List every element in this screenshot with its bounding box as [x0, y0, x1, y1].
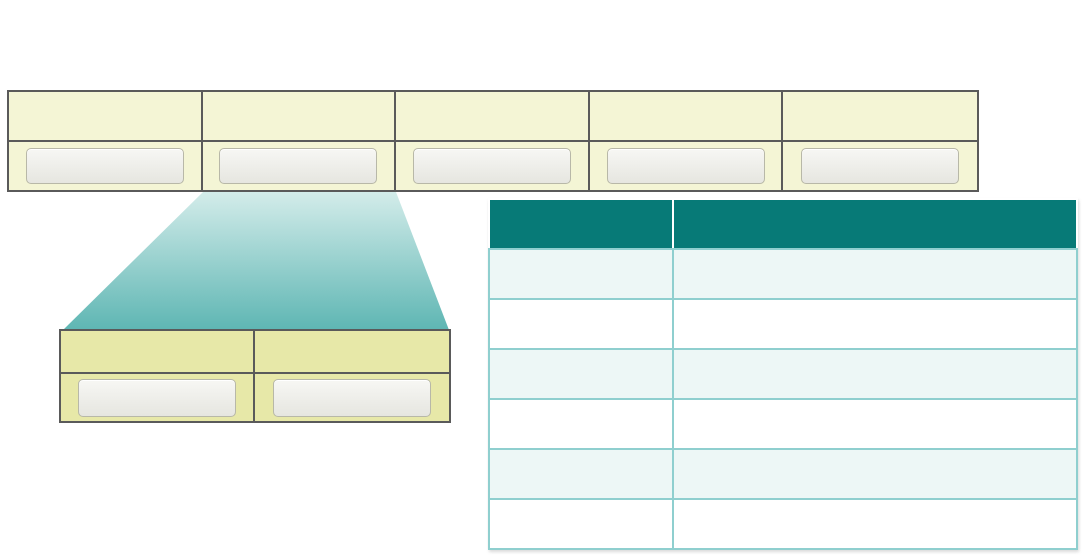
table-row [488, 448, 1078, 500]
table-cell [488, 498, 674, 550]
header-field-cell-3 [396, 142, 590, 190]
detail-label-cell-1 [61, 331, 255, 374]
header-field-cell-4 [590, 142, 784, 190]
header-field-1[interactable] [25, 148, 184, 184]
table-cell [488, 248, 674, 300]
header-label-cell-2 [202, 92, 397, 142]
table-cell [672, 248, 1078, 300]
header-label-cell-5 [783, 92, 977, 142]
table-cell [672, 498, 1078, 550]
header-field-4[interactable] [606, 148, 765, 184]
detail-label-cell-2 [255, 331, 449, 374]
header-field-cell-2 [203, 142, 397, 190]
table-row [488, 348, 1078, 400]
header-field-cell-5 [783, 142, 977, 190]
table-header-row [488, 198, 1078, 250]
detail-field-cell-1 [61, 374, 255, 421]
header-field-5[interactable] [801, 148, 960, 184]
zoom-wedge-shape [63, 192, 449, 330]
table-cell [488, 348, 674, 400]
table-cell [672, 348, 1078, 400]
table-row [488, 398, 1078, 450]
header-field-cell-1 [9, 142, 203, 190]
table-header-cell-1 [488, 198, 674, 250]
table-row [488, 498, 1078, 550]
table-cell [488, 298, 674, 350]
detail-field-2[interactable] [273, 378, 431, 417]
table-cell [672, 398, 1078, 450]
table-row [488, 248, 1078, 300]
table-cell [672, 448, 1078, 500]
header-field-3[interactable] [412, 148, 571, 184]
table-header-cell-2 [672, 198, 1078, 250]
table-cell [488, 398, 674, 450]
detail-field-1[interactable] [78, 378, 236, 417]
header-bar [7, 90, 979, 192]
header-label-cell-4 [589, 92, 784, 142]
detail-field-cell-2 [255, 374, 449, 421]
table-row [488, 298, 1078, 350]
header-label-cell-3 [396, 92, 590, 142]
header-field-2[interactable] [219, 148, 378, 184]
data-table [488, 198, 1078, 550]
header-label-cell-1 [9, 92, 203, 142]
table-cell [488, 448, 674, 500]
detail-bar [59, 329, 451, 423]
table-cell [672, 298, 1078, 350]
